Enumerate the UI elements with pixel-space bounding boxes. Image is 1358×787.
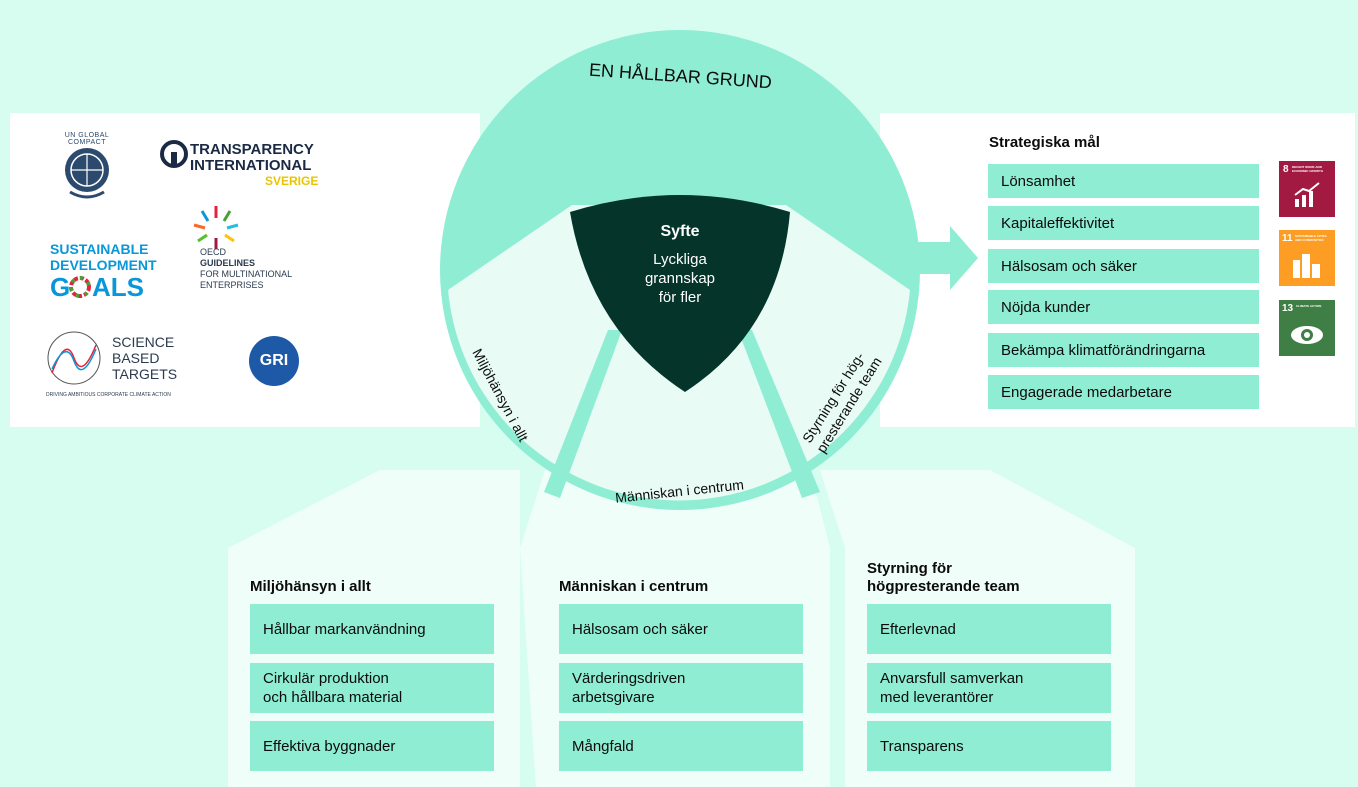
column-2-item: Hälsosam och säker [559, 604, 803, 654]
column-2-item-line-2: arbetsgivare [572, 689, 655, 706]
sbt-tagline: DRIVING AMBITIOUS CORPORATE CLIMATE ACTI… [46, 392, 171, 398]
sbt-line-1: SCIENCE [112, 334, 175, 350]
sdg-13-label: CLIMATE ACTION [1296, 304, 1322, 308]
sdg-wheel-icon [69, 276, 91, 298]
column-3-item: Anvarsfull samverkan med leverantörer [867, 663, 1111, 713]
oecd-line-4: ENTERPRISES [200, 280, 264, 290]
sdg-logo-line-3b: ALS [92, 272, 144, 302]
column-2-item-line-1: Värderingsdriven [572, 670, 686, 687]
sdg-11-icon: 11 SUSTAINABLE CITIES AND COMMUNITIES [1279, 230, 1335, 286]
oecd-line-1: OECD [200, 247, 227, 257]
sdg-13-number: 13 [1282, 303, 1294, 314]
sdg-8-icon: 8 DECENT WORK AND ECONOMIC GROWTH [1279, 161, 1335, 217]
purpose-shield [570, 195, 790, 392]
strategic-goal-item: Lönsamhet [988, 164, 1259, 198]
sdg-11-number: 11 [1282, 233, 1293, 244]
strategic-goal-item: Nöjda kunder [988, 290, 1259, 324]
column-1-item: Cirkulär produktion och hållbara materia… [250, 663, 494, 713]
strategic-goal-item: Kapitaleffektivitet [988, 206, 1259, 240]
sdg-logo: SUSTAINABLE DEVELOPMENT G ALS [50, 241, 170, 303]
strategic-goal-item: Bekämpa klimatförändringarna [988, 333, 1259, 367]
sdg-logo-line-3a: G [50, 272, 71, 302]
oecd-logo: OECD GUIDELINES FOR MULTINATIONAL ENTERP… [186, 203, 326, 298]
column-3-item: Efterlevnad [867, 604, 1111, 654]
spoke-left [544, 330, 622, 498]
sdg-13-icon: 13 CLIMATE ACTION [1279, 300, 1335, 356]
column-3-title-line-1: Styrning för [867, 560, 952, 577]
ti-line-3: SVERIGE [265, 174, 319, 188]
oecd-star-icon [193, 206, 239, 249]
spoke-right [738, 330, 820, 498]
sdg-logo-line-1: SUSTAINABLE [50, 241, 149, 257]
column-1-item: Effektiva byggnader [250, 721, 494, 771]
un-logo-text: UN GLOBAL COMPACT [64, 132, 110, 146]
column-2-title: Människan i centrum [559, 578, 709, 595]
sdg-8-label: DECENT WORK AND ECONOMIC GROWTH [1292, 165, 1323, 173]
purpose-line-3: för fler [659, 289, 702, 306]
transparency-international-logo: TRANSPARENCY INTERNATIONAL SVERIGE [160, 140, 330, 190]
purpose-title: Syfte [660, 223, 699, 240]
un-global-compact-logo: UN GLOBAL COMPACT [52, 130, 122, 210]
column-3-item-line-1: Anvarsfull samverkan [880, 670, 1024, 687]
column-2-item: Mångfald [559, 721, 803, 771]
column-3-item-line-2: med leverantörer [880, 689, 994, 706]
strategic-goal-item: Hälsosam och säker [988, 249, 1259, 283]
strategic-goals-title: Strategiska mål [989, 134, 1100, 151]
purpose-line-2: grannskap [645, 270, 715, 287]
column-1-item: Hållbar markanvändning [250, 604, 494, 654]
column-2-item: Värderingsdriven arbetsgivare [559, 663, 803, 713]
column-1-title: Miljöhänsyn i allt [250, 578, 371, 595]
science-based-targets-logo: SCIENCE BASED TARGETS DRIVING AMBITIOUS … [46, 325, 206, 403]
column-1-item-line-1: Cirkulär produktion [263, 670, 389, 687]
gri-logo: GRI [249, 336, 299, 386]
sdg-logo-line-2: DEVELOPMENT [50, 257, 157, 273]
sbt-line-2: BASED [112, 350, 160, 366]
sdg-8-number: 8 [1283, 164, 1289, 175]
ti-line-2: INTERNATIONAL [190, 157, 312, 174]
column-3-item: Transparens [867, 721, 1111, 771]
oecd-line-3: FOR MULTINATIONAL [200, 269, 293, 279]
oecd-line-2: GUIDELINES [200, 258, 256, 268]
strategic-goal-item: Engagerade medarbetare [988, 375, 1259, 409]
column-1-item-line-2: och hållbara material [263, 689, 403, 706]
purpose-wheel: EN HÅLLBAR GRUND Syfte Lyckliga grannska… [440, 30, 920, 510]
sbt-line-3: TARGETS [112, 366, 178, 382]
column-3-title-line-2: högpresterande team [867, 578, 1020, 595]
ti-line-1: TRANSPARENCY [190, 141, 314, 158]
sbt-circle-icon [47, 331, 101, 385]
sdg-11-label: SUSTAINABLE CITIES AND COMMUNITIES [1295, 234, 1327, 242]
purpose-line-1: Lyckliga [653, 251, 707, 268]
